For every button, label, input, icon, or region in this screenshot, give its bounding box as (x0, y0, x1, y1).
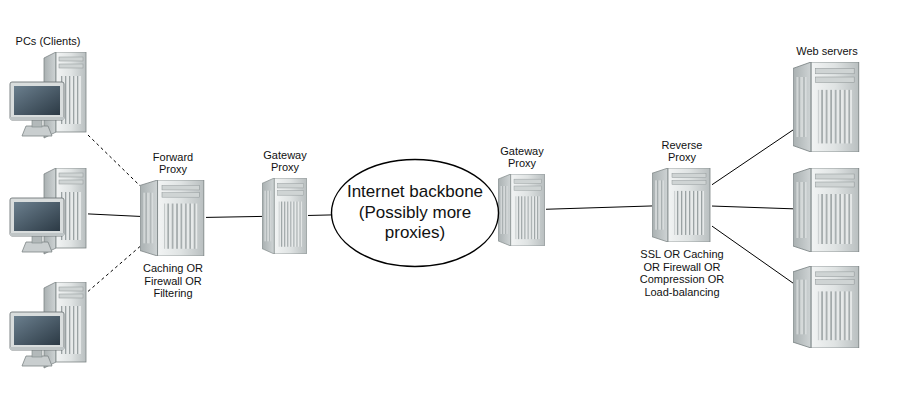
web-server (793, 266, 861, 348)
network-link (712, 130, 793, 185)
node-heading: Forward Proxy (143, 151, 203, 176)
network-link (712, 206, 793, 209)
node-heading: Gateway Proxy (255, 149, 315, 174)
client-pc (8, 168, 88, 256)
network-link (308, 214, 331, 216)
node-caption: SSL OR Caching OR Firewall OR Compressio… (632, 248, 732, 299)
network-link (88, 214, 140, 216)
network-link (88, 247, 140, 292)
web-server (793, 168, 861, 252)
web-server: Web servers (793, 62, 861, 152)
node-caption: Caching OR Firewall OR Filtering (133, 262, 213, 300)
cloud-label: Internet backbone (Possibly more proxies… (345, 182, 485, 243)
proxy-server: Reverse ProxySSL OR Caching OR Firewall … (652, 168, 712, 242)
proxy-server: Gateway Proxy (498, 174, 546, 246)
network-link (206, 216, 262, 217)
node-heading: Web servers (777, 45, 877, 58)
proxy-server: Forward ProxyCaching OR Firewall OR Filt… (140, 180, 206, 256)
client-pc (8, 282, 88, 370)
network-link (546, 206, 652, 209)
network-link (88, 135, 140, 186)
client-pc: PCs (Clients) (8, 52, 88, 140)
proxy-server: Gateway Proxy (262, 178, 308, 254)
node-heading: Gateway Proxy (492, 145, 552, 170)
network-cloud: Internet backbone (Possibly more proxies… (330, 158, 500, 268)
node-heading: Reverse Proxy (652, 139, 712, 164)
node-heading: PCs (Clients) (13, 35, 83, 48)
